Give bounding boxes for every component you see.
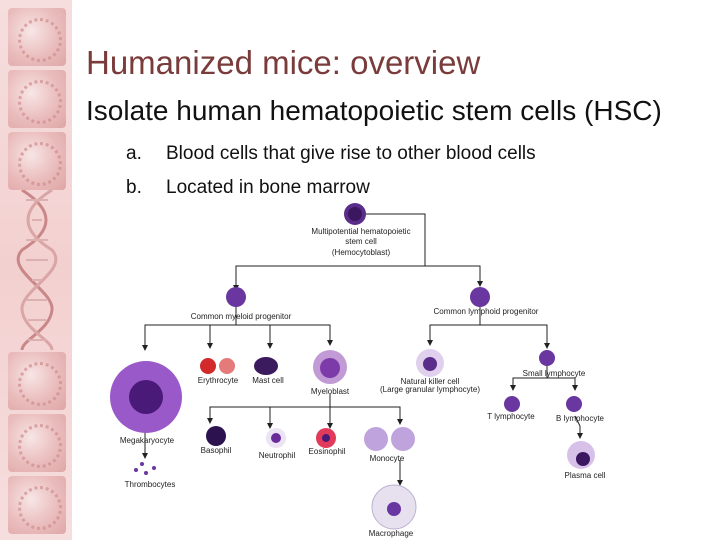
virus-image	[8, 414, 66, 472]
thrombocyte	[134, 468, 138, 472]
myeloid-progenitor-cell	[226, 287, 246, 307]
monocyte-cell	[364, 427, 388, 451]
nk-cell-nucleus	[423, 357, 437, 371]
macrophage-label: Macrophage	[369, 529, 414, 538]
erythrocyte-cell	[219, 358, 235, 374]
lymphoid-progenitor-label: Common lymphoid progenitor	[434, 307, 539, 316]
myeloblast-label: Myeloblast	[311, 387, 350, 396]
macrophage-nucleus	[387, 502, 401, 516]
small-lymphocyte-cell	[539, 350, 555, 366]
neutrophil-nucleus	[271, 433, 281, 443]
virus-image	[8, 132, 66, 190]
t-lymphocyte-cell	[504, 396, 520, 412]
monocyte-cell	[391, 427, 415, 451]
b-lymphocyte-label: B lymphocyte	[556, 414, 605, 423]
slide-subtitle: Isolate human hematopoietic stem cells (…	[86, 95, 662, 126]
thrombocytes-label: Thrombocytes	[125, 480, 176, 489]
mast-cell	[254, 357, 278, 375]
thrombocyte	[144, 471, 148, 475]
list-marker: b.	[126, 177, 142, 198]
small-lymphocyte-label: Small lymphocyte	[523, 369, 586, 378]
stem-cell-label: Multipotential hematopoietic	[311, 227, 410, 236]
stem-cell-label: (Hemocytoblast)	[332, 248, 391, 257]
list-marker: a.	[126, 143, 142, 164]
b-lymphocyte-cell	[566, 396, 582, 412]
stem-cell-nucleus	[348, 207, 362, 221]
plasma-cell-label: Plasma cell	[565, 471, 606, 480]
hematopoiesis-diagram: Multipotential hematopoietic stem cell (…	[110, 203, 606, 538]
myeloblast-nucleus	[320, 358, 340, 378]
slide-title: Humanized mice: overview	[86, 44, 481, 81]
megakaryocyte-nucleus	[129, 380, 163, 414]
neutrophil-label: Neutrophil	[259, 451, 296, 460]
basophil-cell	[206, 426, 226, 446]
cells	[110, 203, 595, 530]
eosinophil-nucleus	[322, 434, 330, 442]
decorative-sidebar	[0, 0, 72, 540]
connector-lines	[142, 213, 583, 486]
stem-cell-label: stem cell	[345, 237, 377, 246]
basophil-label: Basophil	[201, 446, 232, 455]
erythrocyte-label: Erythrocyte	[198, 376, 239, 385]
thrombocyte	[140, 462, 144, 466]
t-lymphocyte-label: T lymphocyte	[487, 412, 535, 421]
list-text: Blood cells that give rise to other bloo…	[166, 143, 536, 164]
plasma-cell-nucleus	[576, 452, 590, 466]
list-item: b. Located in bone marrow	[126, 177, 370, 199]
cell-labels: Multipotential hematopoietic stem cell (…	[120, 227, 606, 538]
virus-image	[8, 476, 66, 534]
virus-image	[8, 70, 66, 128]
erythrocyte-cell	[200, 358, 216, 374]
eosinophil-label: Eosinophil	[309, 447, 346, 456]
myeloid-progenitor-label: Common myeloid progenitor	[191, 312, 292, 321]
list-text: Located in bone marrow	[166, 177, 370, 198]
thrombocyte	[152, 466, 156, 470]
lymphoid-progenitor-cell	[470, 287, 490, 307]
nk-cell-label: (Large granular lymphocyte)	[380, 385, 480, 394]
mast-cell-label: Mast cell	[252, 376, 284, 385]
virus-image	[8, 352, 66, 410]
dna-helix-image	[16, 190, 58, 350]
monocyte-label: Monocyte	[370, 454, 405, 463]
megakaryocyte-label: Megakaryocyte	[120, 436, 175, 445]
nk-cell-label: Natural killer cell	[401, 377, 460, 386]
virus-image	[8, 8, 66, 66]
list-item: a. Blood cells that give rise to other bl…	[126, 143, 536, 165]
